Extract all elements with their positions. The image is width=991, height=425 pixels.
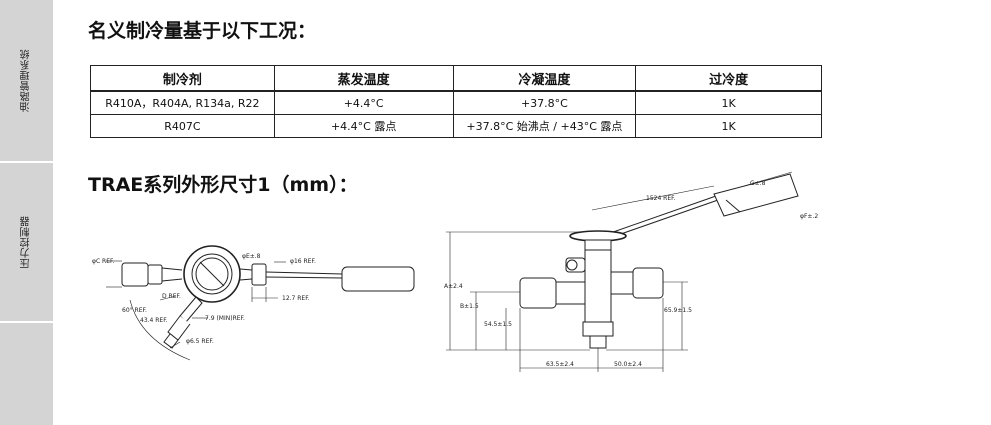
- dim-label: 65.9±1.5: [664, 307, 692, 314]
- dim-label: 1524 REF.: [646, 195, 676, 202]
- dim-label: φ6.5 REF.: [186, 338, 214, 345]
- table-cell: 1K: [635, 90, 822, 115]
- valve-front-view: [446, 171, 799, 372]
- valve-top-view: [106, 245, 415, 361]
- table-row: R410A，R404A, R134a, R22 +4.4°C +37.8°C 1…: [90, 90, 822, 115]
- dim-label: D REF.: [162, 293, 181, 300]
- dim-label: A±2.4: [444, 283, 463, 290]
- table-cell: 1K: [635, 114, 822, 138]
- dim-label: B±1.5: [460, 303, 479, 310]
- table-cell: +37.8°C: [452, 90, 637, 115]
- table-header: 制冷剂: [90, 65, 275, 92]
- side-tab-pressure-control[interactable]: 压力控制器: [0, 163, 53, 323]
- dim-label: 12.7 REF.: [282, 295, 310, 302]
- dimension-drawings: φC REF. φE±.8 φ16 REF. D REF. 12.7 REF. …: [92, 171, 818, 372]
- table-header: 冷凝温度: [452, 65, 637, 92]
- dim-label: 54.5±1.5: [484, 321, 512, 328]
- table-cell: +4.4°C 露点: [273, 114, 454, 138]
- table-header-row: 制冷剂 蒸发温度 冷凝温度 过冷度: [90, 65, 822, 92]
- table-header: 过冷度: [635, 65, 822, 92]
- dim-label: 43.4 REF.: [140, 317, 168, 324]
- dim-label: 63.5±2.4: [546, 361, 574, 368]
- table-cell: R407C: [90, 114, 275, 138]
- dim-label: φE±.8: [242, 253, 261, 260]
- table-cell: R410A，R404A, R134a, R22: [90, 90, 275, 115]
- dim-label: 50.0±2.4: [614, 361, 642, 368]
- table-cell: +4.4°C: [273, 90, 454, 115]
- table-row: R407C +4.4°C 露点 +37.8°C 始沸点 / +43°C 露点 1…: [90, 114, 822, 138]
- dim-label: 7.9 (MIN)REF.: [205, 315, 245, 322]
- dim-label: G±.8: [750, 180, 766, 187]
- side-tab-blank[interactable]: [0, 323, 53, 425]
- rating-conditions-table: 制冷剂 蒸发温度 冷凝温度 过冷度 R410A，R404A, R134a, R2…: [90, 65, 822, 138]
- table-cell: +37.8°C 始沸点 / +43°C 露点: [452, 114, 637, 138]
- section-title-dimensions: TRAE系列外形尺寸1（mm）：: [88, 174, 358, 196]
- section-title-rating: 名义制冷量基于以下工况：: [88, 20, 317, 42]
- side-tab-oil-system[interactable]: 油路管理系统: [0, 0, 53, 163]
- dim-label: φC REF.: [92, 258, 115, 265]
- side-tab-label: 压力控制器: [21, 215, 32, 269]
- side-tab-label: 油路管理系统: [21, 49, 32, 112]
- side-nav: 油路管理系统 压力控制器: [0, 0, 53, 425]
- dim-label: φF±.2: [800, 213, 818, 220]
- table-header: 蒸发温度: [273, 65, 454, 92]
- dim-label: 60° REF.: [122, 307, 147, 314]
- dim-label: φ16 REF.: [290, 258, 316, 265]
